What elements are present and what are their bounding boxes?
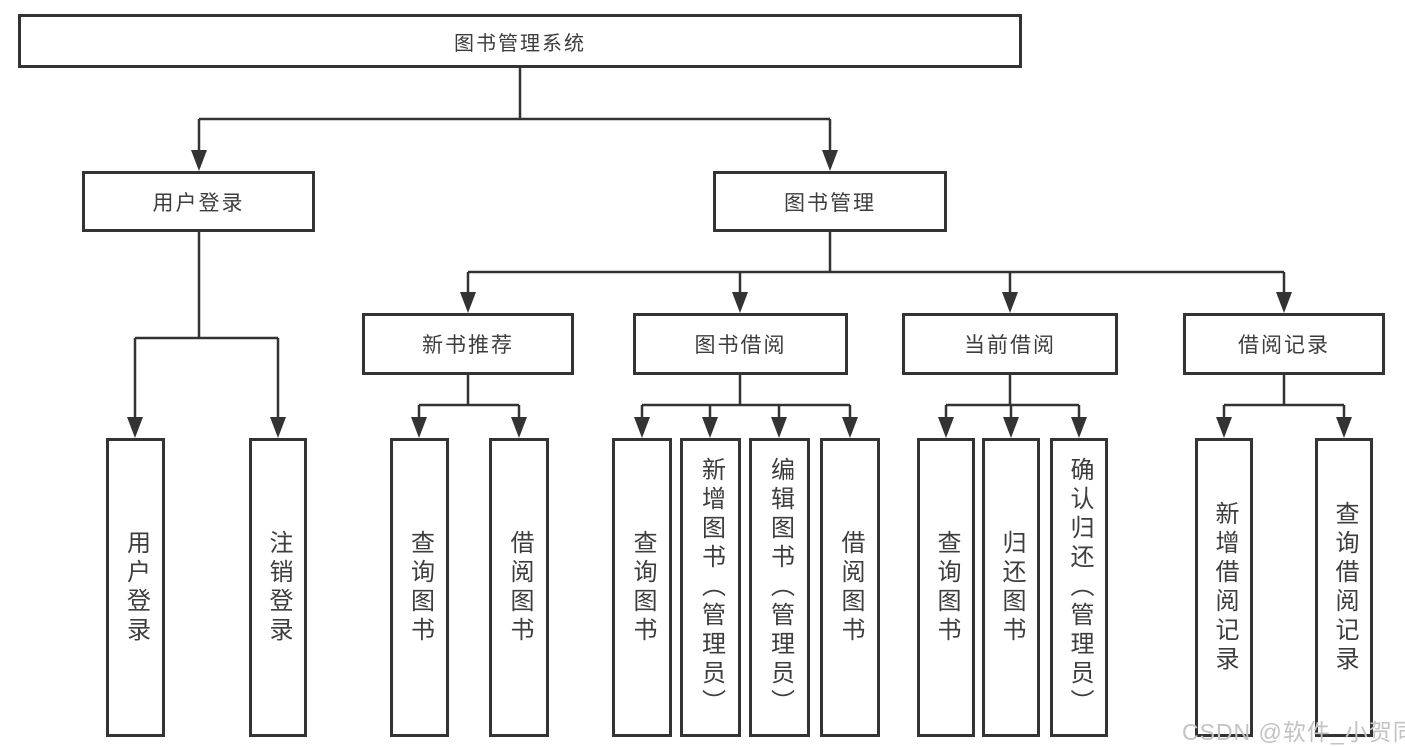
arrowhead [732,292,748,313]
node-book-management: 图书管理 [713,171,947,232]
csdn-watermark: CSDN @软件_小贺同学 [1182,719,1405,745]
arrowhead [842,417,858,438]
arrowhead [1003,417,1019,438]
leaf-borrow-book: 借阅图书 [820,438,880,737]
arrowhead [822,150,838,171]
arrowhead [511,417,527,438]
arrowhead [1276,292,1292,313]
arrowhead [634,417,650,438]
leaf-query-book-current: 查询图书 [917,438,975,737]
leaf-return-book: 归还图书 [982,438,1040,737]
arrowhead [1216,417,1232,438]
leaf-confirm-return-admin: 确认归还（管理员） [1050,438,1108,737]
leaf-logout: 注销登录 [249,438,307,737]
leaf-edit-book-admin: 编辑图书（管理员） [749,438,810,737]
leaf-query-book-recommend: 查询图书 [390,438,449,737]
arrowhead [460,292,476,313]
node-borrow-record: 借阅记录 [1183,313,1385,375]
leaf-query-borrow-record: 查询借阅记录 [1315,438,1373,737]
leaf-borrow-book-recommend: 借阅图书 [489,438,549,737]
arrowhead [411,417,427,438]
arrowhead [771,417,787,438]
leaf-query-book-borrow: 查询图书 [612,438,672,737]
arrowhead [1071,417,1087,438]
arrowhead [1336,417,1352,438]
arrowhead [1002,292,1018,313]
node-user-login: 用户登录 [82,171,315,232]
arrowhead [127,417,143,438]
arrowhead [191,150,207,171]
arrowhead [702,417,718,438]
leaf-add-book-admin: 新增图书（管理员） [680,438,741,737]
node-root-library-system: 图书管理系统 [18,14,1022,68]
arrowhead [270,417,286,438]
leaf-user-login: 用户登录 [106,438,165,737]
node-book-borrow: 图书借阅 [633,313,848,375]
node-current-borrow: 当前借阅 [902,313,1118,375]
node-new-book-recommend: 新书推荐 [362,313,574,375]
arrowhead [938,417,954,438]
leaf-add-borrow-record: 新增借阅记录 [1195,438,1253,737]
